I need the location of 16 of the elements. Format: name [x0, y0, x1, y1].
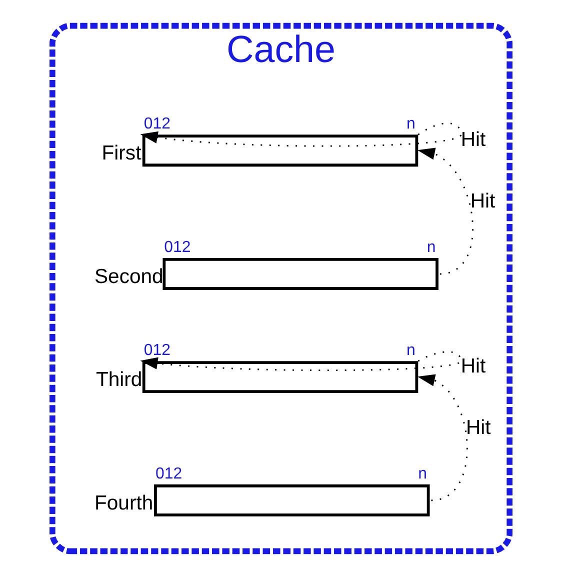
node-label: n [418, 465, 427, 482]
node-label: n [426, 238, 436, 256]
node-label: 012 [154, 465, 182, 482]
node-label: First [101, 142, 141, 165]
node-label: Second [94, 266, 163, 288]
node-label: n [406, 116, 415, 133]
edge-label: Hit [465, 416, 490, 439]
node-label: 012 [143, 342, 170, 359]
node-label: 012 [143, 116, 170, 133]
edge-label: Hit [470, 190, 495, 213]
node-label: 012 [164, 238, 190, 256]
node-label: Fourth [94, 492, 153, 514]
edge-label: Hit [460, 355, 486, 378]
node-label: Third [95, 369, 142, 392]
node-label: n [406, 342, 415, 359]
edge-label: Hit [460, 128, 486, 151]
